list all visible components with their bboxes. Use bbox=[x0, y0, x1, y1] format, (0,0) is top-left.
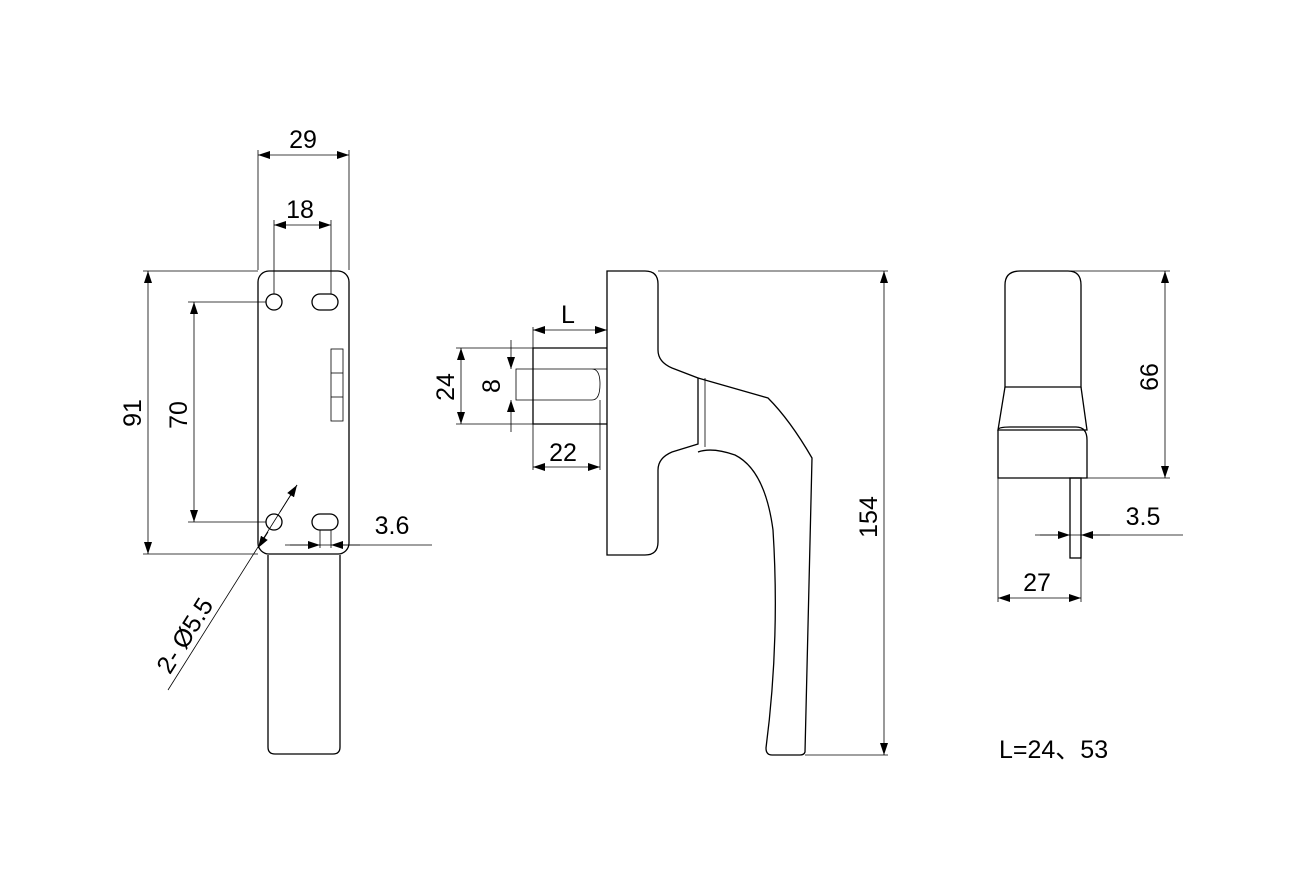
side-view: L 24 8 22 154 bbox=[432, 270, 888, 756]
knob-neck bbox=[997, 386, 1088, 431]
dim-knob-height: 66 bbox=[1136, 363, 1164, 391]
spindle-bar bbox=[1069, 477, 1082, 559]
dim-slot-spacing: 18 bbox=[286, 196, 314, 224]
rose-plate bbox=[606, 270, 699, 556]
dim-spindle-depth: 22 bbox=[549, 439, 577, 467]
position-marker bbox=[330, 348, 344, 422]
handle-lever bbox=[697, 377, 813, 756]
front-view: 29 18 91 70 2- Ø5.5 3.6 bbox=[119, 126, 432, 755]
spindle bbox=[532, 347, 607, 425]
dim-slot-offset: 3.6 bbox=[375, 512, 410, 540]
dim-spindle-square: 8 bbox=[478, 379, 506, 393]
dim-hole-spec: 2- Ø5.5 bbox=[151, 593, 219, 679]
slot-top bbox=[311, 293, 339, 311]
dim-plate-height: 91 bbox=[119, 399, 147, 427]
slot-bottom bbox=[311, 513, 339, 531]
spindle-square bbox=[515, 368, 607, 401]
dim-spindle-thickness: 3.5 bbox=[1126, 503, 1161, 531]
dim-side-width: 27 bbox=[1023, 569, 1051, 597]
length-note: L=24、53 bbox=[999, 736, 1108, 764]
base-plate bbox=[257, 270, 350, 555]
dim-spindle-length: L bbox=[561, 301, 575, 329]
dim-handle-length: 154 bbox=[855, 496, 883, 538]
lever-front bbox=[267, 555, 341, 755]
knob-base bbox=[997, 426, 1088, 479]
end-view: 66 3.5 27 bbox=[997, 270, 1183, 602]
mounting-hole-top bbox=[265, 293, 283, 311]
dim-front-width: 29 bbox=[289, 126, 317, 154]
dim-hole-spacing: 70 bbox=[165, 401, 193, 429]
knob-top bbox=[1004, 270, 1082, 388]
dim-spindle-base-height: 24 bbox=[432, 373, 460, 401]
